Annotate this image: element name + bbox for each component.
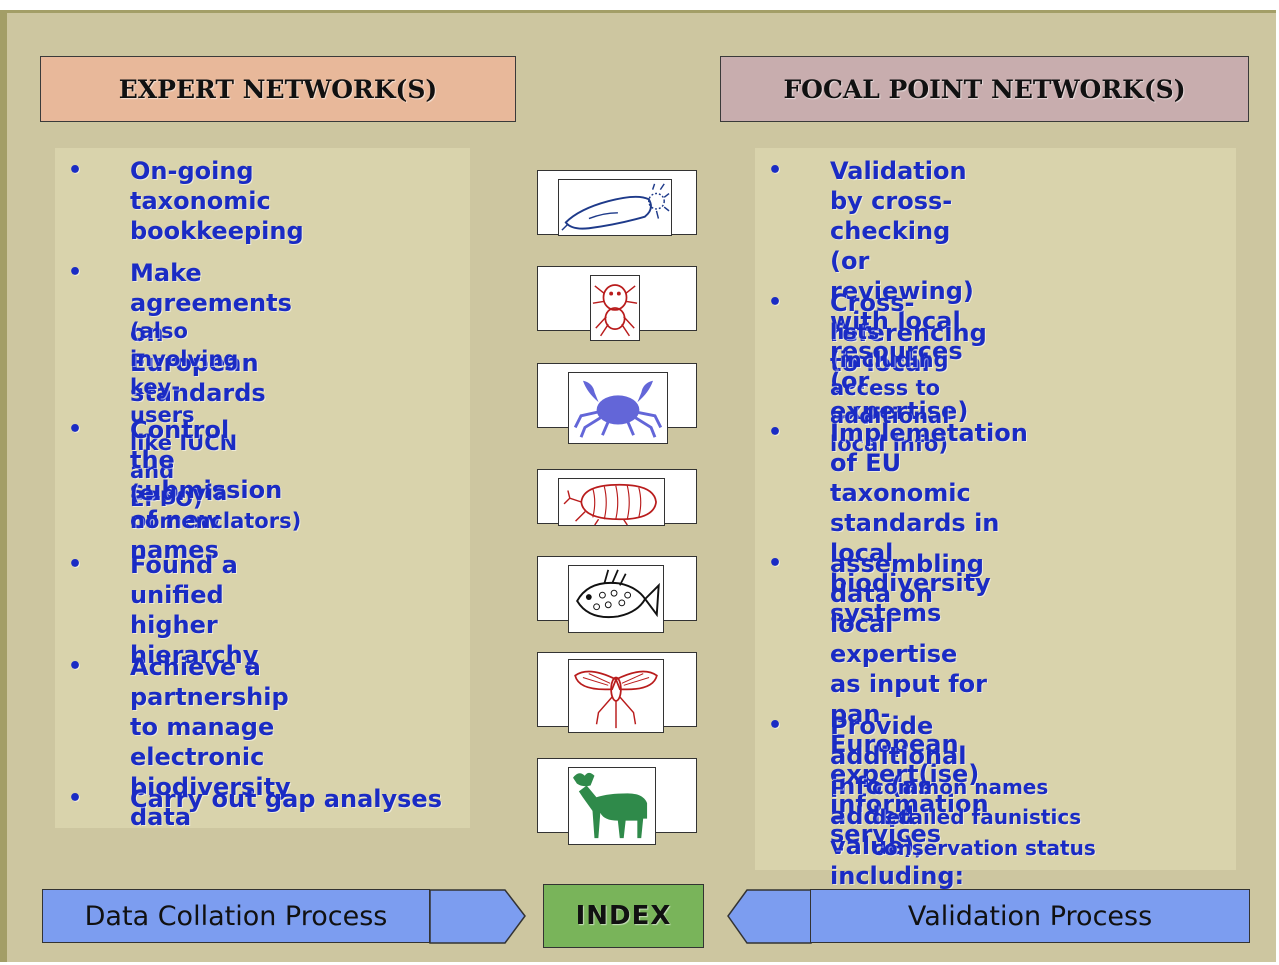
bullet-marker: • [68,260,83,285]
moose-icon [568,767,656,845]
spider-icon [590,275,640,341]
focal-item-text: Provide additional info (as added value)… [830,712,967,890]
focal-item-text: Validation by cross-checking (or reviewi… [830,157,974,425]
bullet-marker: • [768,420,783,445]
crab-icon [568,372,668,444]
validation-process-box: Validation Process [810,889,1250,943]
bullet-marker: • [768,551,783,576]
expert-item-subtext: (e.g. via nomenclators) [130,481,302,533]
fish-icon [568,565,664,633]
bullet-marker: • [68,552,83,577]
beetle-frame [537,469,697,526]
fly-frame [537,652,697,733]
dash-marker: – [834,836,844,860]
left-arrow-icon [727,889,812,944]
bullet-marker: • [768,290,783,315]
bullet-marker: • [68,158,83,183]
focal-item-text: Implemetation of EU taxonomic standards … [830,419,1028,627]
expert-item-subtext: (also involving key-users like IUCN and … [130,319,239,511]
bullet-marker: • [768,713,783,738]
fish-frame [537,556,697,633]
crab-frame [537,363,697,444]
slug-frame [537,170,697,236]
slug-icon [558,179,672,236]
dash-marker: – [834,775,844,799]
expert-network-header: EXPERT NETWORK(S) [40,56,516,122]
beetle-icon [558,478,665,526]
expert-network-panel [55,148,470,828]
bullet-marker: • [768,158,783,183]
expert-item-text: Found a unified higher hierarchy [130,551,259,669]
moose-frame [537,758,697,845]
bullet-marker: • [68,786,83,811]
focal-subitem-text: conservation status [872,836,1096,860]
spider-frame [537,266,697,341]
expert-item-text: Make agreements on European standards [130,259,292,407]
focal-point-network-header: FOCAL POINT NETWORK(S) [720,56,1249,122]
right-arrow-icon [429,889,526,944]
focal-item-text: Cross-referencing to local [830,289,987,377]
data-collation-process-box: Data Collation Process [42,889,430,943]
expert-item-text: Control the submission of new names [130,416,283,564]
expert-item-text: Carry out gap analyses [130,785,442,813]
expert-item-text: On-going taxonomic bookkeeping [130,157,304,245]
focal-point-network-panel [755,148,1236,870]
bullet-marker: • [68,654,83,679]
validation-process-label: Validation Process [907,900,1153,932]
focal-item-subtext: lists (including access to additional lo… [830,320,950,456]
fly-icon [568,659,664,733]
focal-subitem-text: common names [872,775,1049,799]
expert-item-text: Achieve a partnership to manage electron… [130,653,291,831]
dash-marker: – [834,805,844,829]
data-collation-process-label: Data Collation Process [84,900,388,932]
bullet-marker: • [68,417,83,442]
focal-subitem-text: detailed faunistics [872,805,1082,829]
focal-item-text: assembling data on local expertise as in… [830,550,989,848]
index-box: INDEX [543,884,704,948]
index-label: INDEX [575,901,672,931]
